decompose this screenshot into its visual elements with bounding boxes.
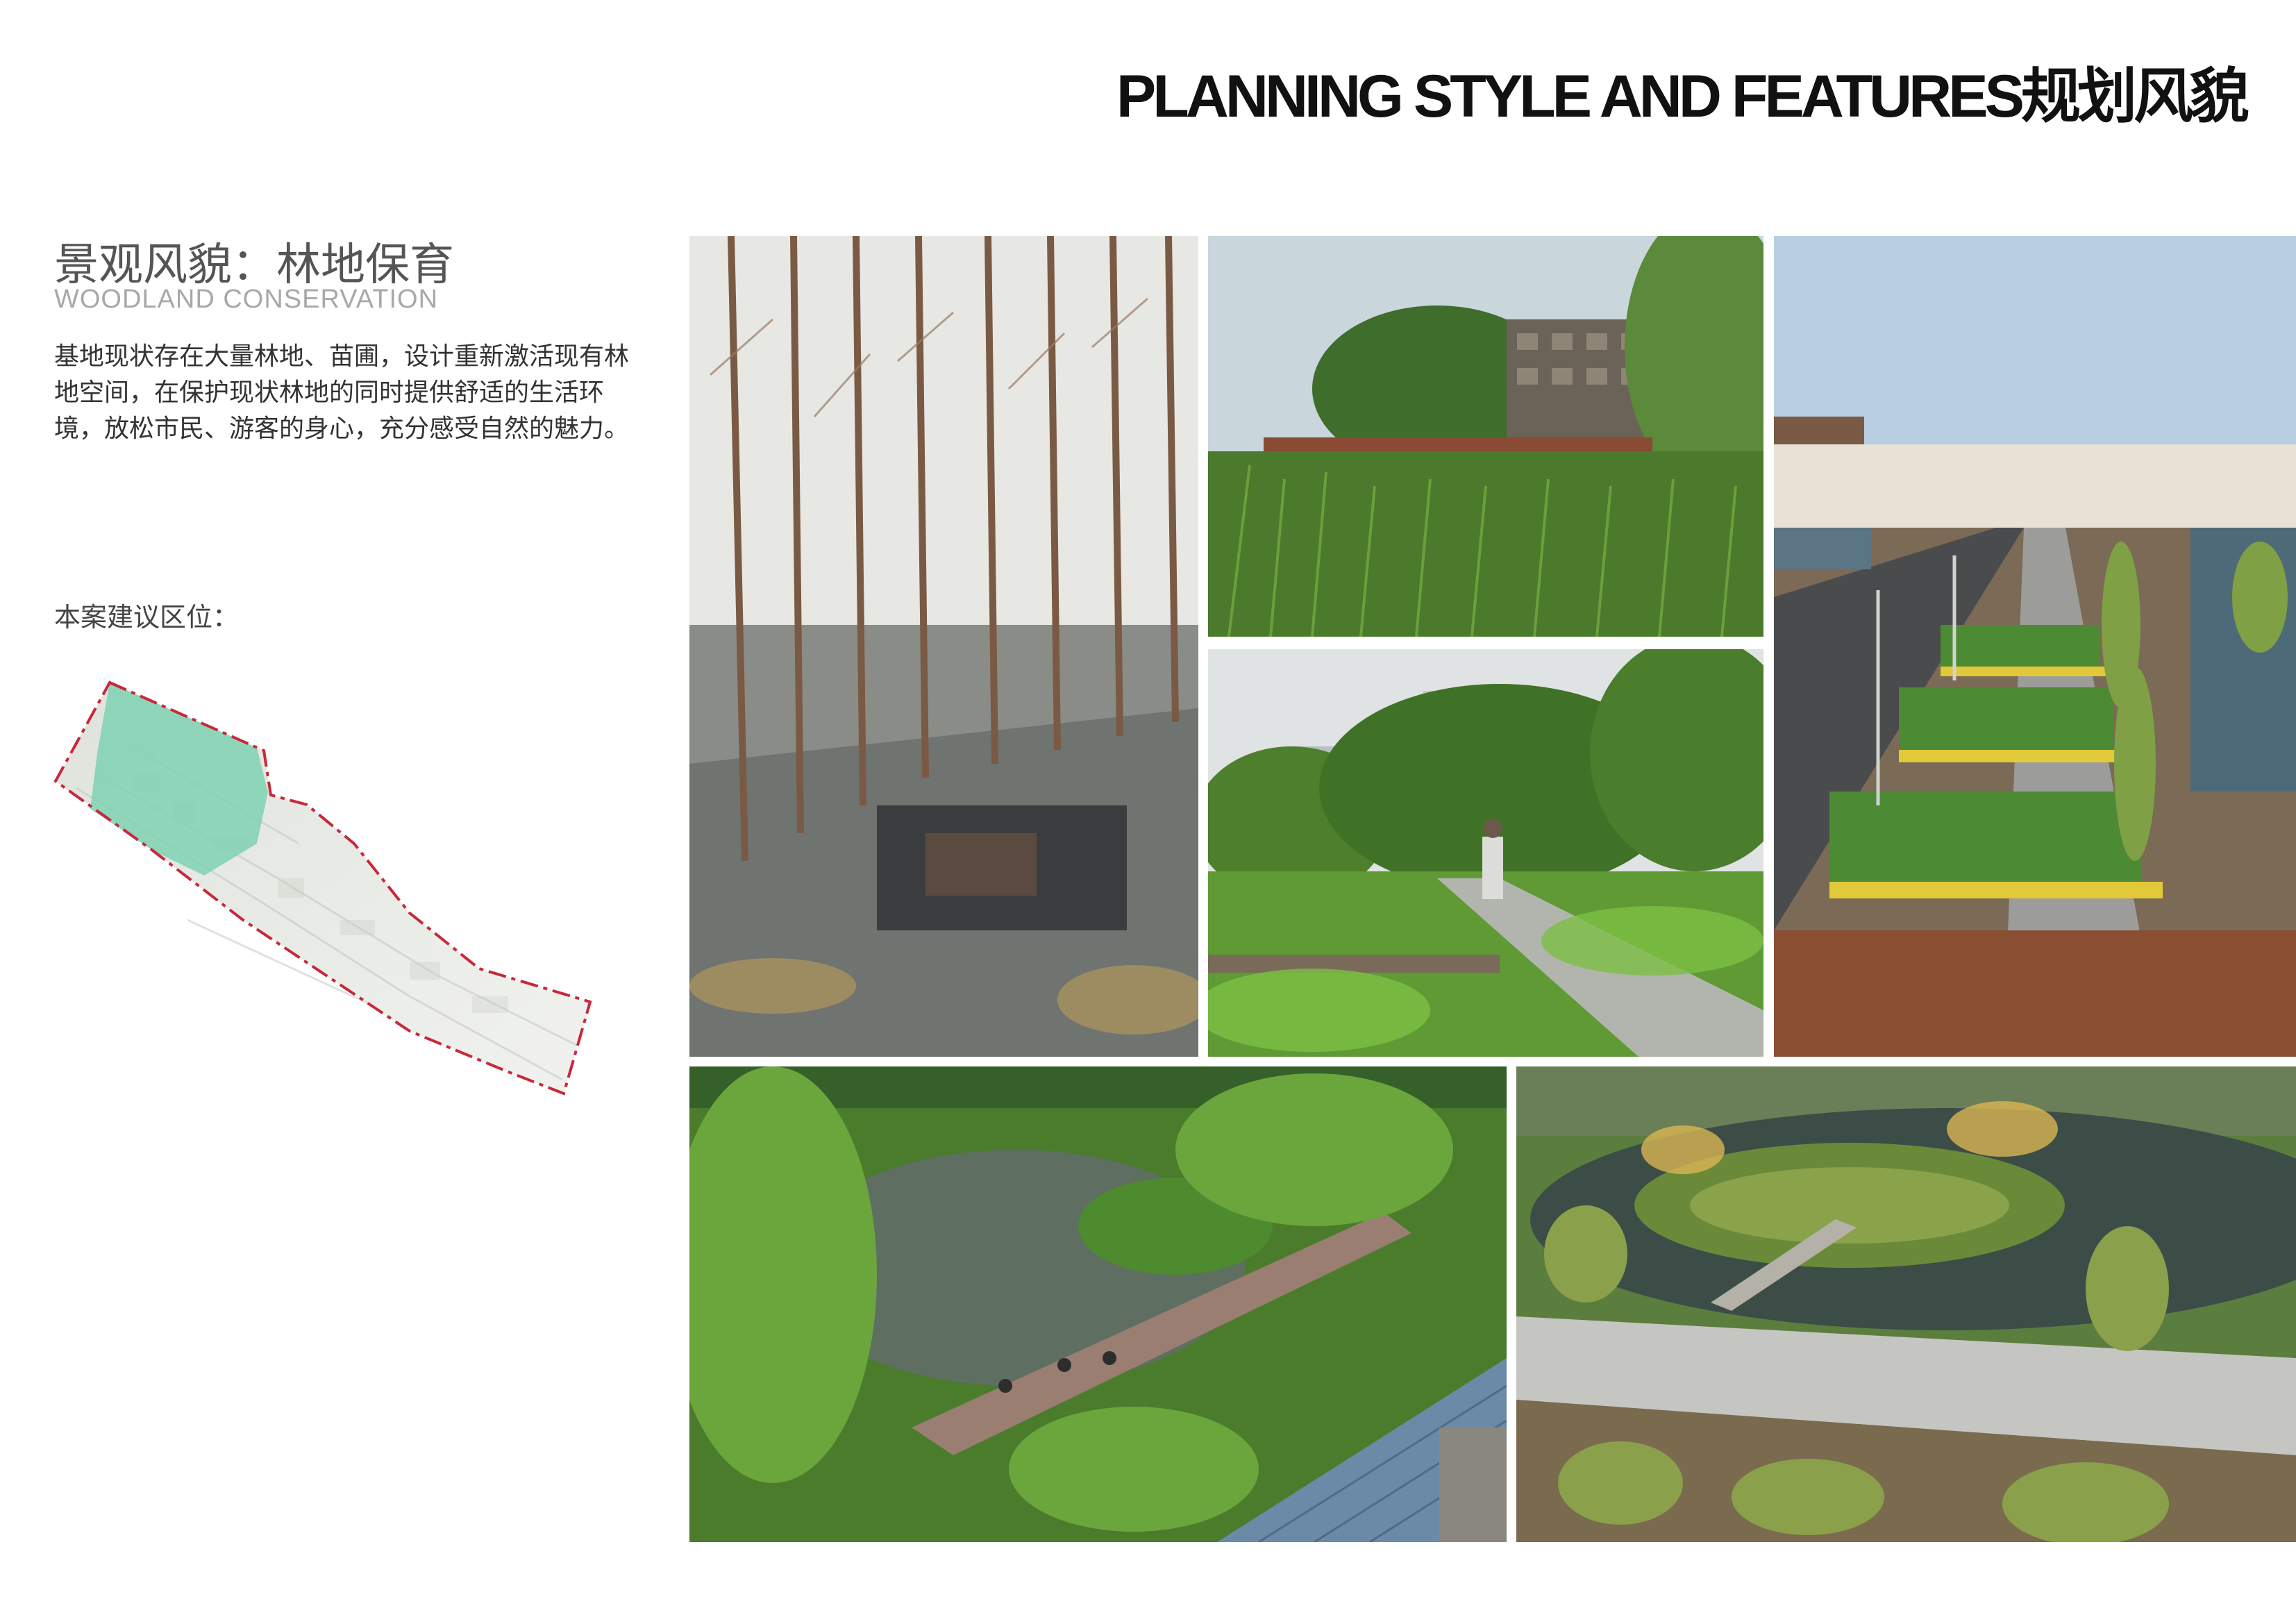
- site-boundary: [53, 680, 592, 1096]
- photo-circular-pond-park-aerial: [1516, 1066, 2296, 1542]
- photo-bare-tree-grove-firepit: [689, 236, 1198, 1057]
- photo-wetland-boardwalk-building: [1208, 236, 1763, 637]
- section-description: 基地现状存在大量林地、苗圃，设计重新激活现有林地空间，在保护现状林地的同时提供舒…: [54, 342, 630, 443]
- location-label: 本案建议区位：: [54, 602, 240, 633]
- site-location-map: [49, 670, 604, 1100]
- highlighted-zone: [90, 683, 268, 876]
- photo-park-path-walker: [1208, 649, 1763, 1057]
- section-title: 景观风貌：林地保育: [54, 240, 454, 291]
- photo-planter-boardwalk-trees: [1774, 236, 2296, 1057]
- photo-pond-walkway-aerial: [689, 1066, 1507, 1542]
- page-title: PLANNING STYLE AND FEATURES规划风貌: [1116, 63, 2249, 130]
- section-subtitle: WOODLAND CONSERVATION: [54, 285, 439, 314]
